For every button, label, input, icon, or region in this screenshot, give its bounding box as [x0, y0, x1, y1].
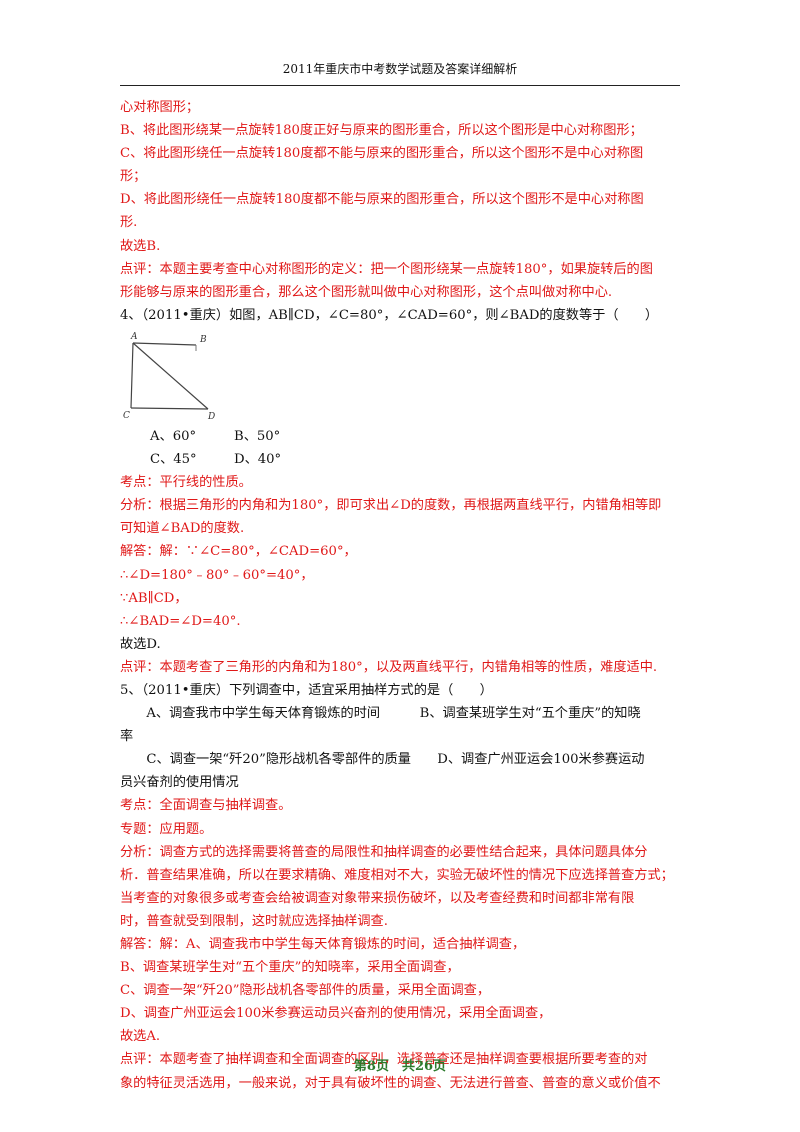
text-line: 分析：调查方式的选择需要将普查的局限性和抽样调查的必要性结合起来，具体问题具体分 [120, 844, 648, 860]
text-line: C、调查一架“歼20”隐形战机各零部件的质量，采用全面调查， [120, 983, 491, 999]
text-line: 专题：应用题。 [120, 821, 213, 837]
text-block-q4-q5: 考点：平行线的性质。分析：根据三角形的内角和为180°，即可求出∠D的度数，再根… [120, 471, 690, 1095]
page-header: 2011年重庆市中考数学试题及答案详细解析 [282, 62, 518, 76]
text-line: A、调查我市中学生每天体育锻炼的时间 B、调查某班学生对“五个重庆”的知晓 [120, 706, 641, 722]
q4-option-c: C、45° [150, 452, 197, 468]
text-line: 考点：全面调查与抽样调查。 [120, 798, 292, 814]
text-line: 员兴奋剂的使用情况 [120, 775, 239, 791]
text-line: 解答：解：∵∠C=80°，∠CAD=60°， [120, 544, 357, 560]
text-line: 考点：平行线的性质。 [120, 475, 252, 491]
text-line: 点评：本题考查了抽样调查和全面调查的区别，选择普查还是抽样调查要根据所要考查的对 [120, 1052, 648, 1068]
text-line: 点评：本题考查了三角形的内角和为180°，以及两直线平行，内错角相等的性质，难度… [120, 659, 658, 675]
segment-ad [132, 342, 209, 410]
text-line: 象的特征灵活选用，一般来说，对于具有破坏性的调查、无法进行普查、普查的意义或价值… [120, 1075, 661, 1091]
text-line: D、调查广州亚运会100米参赛运动员兴奋剂的使用情况，采用全面调查， [120, 1006, 552, 1022]
text-line: 形； [120, 169, 147, 185]
text-line: 故选A. [120, 1029, 161, 1045]
text-line: ∴∠BAD=∠D=40°. [120, 613, 241, 629]
text-line: 4、（2011•重庆）如图，AB∥CD，∠C=80°，∠CAD=60°，则∠BA… [120, 307, 659, 323]
label-a: A [130, 332, 138, 342]
label-d: D [207, 412, 215, 421]
text-line: 形能够与原来的图形重合，那么这个图形就叫做中心对称图形，这个点叫做对称中心. [120, 284, 613, 300]
page-footer: 第8页 共26页 [353, 1059, 447, 1074]
text-line: 形. [120, 215, 138, 231]
segment-ac [130, 342, 134, 408]
parallel-lines-diagram: A B C D [123, 332, 215, 421]
text-line: C、调查一架“歼20”隐形战机各零部件的质量 D、调查广州亚运会100米参赛运动 [120, 752, 645, 768]
text-line: 时，普查就受到限制，这时就应选择抽样调查. [120, 913, 388, 929]
page-content: 心对称图形； B、将此图形绕某一点旋转180度正好与原来的图形重合，所以这个图形是… [120, 96, 690, 1095]
text-line: C、将此图形绕任一点旋转180度都不能与原来的图形重合，所以这个图形不是中心对称… [120, 146, 644, 162]
q4-option-a: A、60° [150, 428, 197, 444]
text-line: 5、（2011•重庆）下列调查中，适宜采用抽样方式的是（ ） [120, 682, 493, 698]
text-line: 故选B. [120, 238, 161, 254]
q4-options-row-2: C、45° D、40° [120, 448, 690, 471]
text-line: B、将此图形绕某一点旋转180度正好与原来的图形重合，所以这个图形是中心对称图形… [120, 123, 643, 139]
q4-options-row-1: A、60° B、50° [120, 425, 690, 448]
text-block-q3-end: 心对称图形； B、将此图形绕某一点旋转180度正好与原来的图形重合，所以这个图形是… [120, 96, 690, 327]
text-line: 可知道∠BAD的度数. [120, 521, 245, 537]
text-line: D、将此图形绕任一点旋转180度都不能与原来的图形重合，所以这个图形不是中心对称… [120, 192, 644, 208]
label-b: B [199, 335, 207, 345]
segment-ab [132, 342, 197, 346]
text-line: 率 [120, 729, 134, 745]
text-line: B、调查某班学生对“五个重庆”的知晓率，采用全面调查， [120, 960, 460, 976]
text-line: 分析：根据三角形的内角和为180°，即可求出∠D的度数，再根据两直线平行，内错角… [120, 498, 662, 514]
text-line: 当考查的对象很多或考查会给被调查对象带来损伤破坏，以及考查经费和时间都非常有限 [120, 890, 635, 906]
text-line: ∴∠D=180°﹣80°﹣60°=40°， [120, 567, 314, 583]
header-rule [120, 85, 680, 86]
text-line: 故选D. [120, 636, 161, 652]
q4-option-b: B、50° [234, 428, 281, 444]
segment-cd [130, 407, 209, 410]
text-line: ∵AB∥CD， [120, 590, 188, 606]
q4-option-d: D、40° [234, 452, 282, 468]
label-c: C [123, 411, 130, 421]
text-line: 解答：解：A、调查我市中学生每天体育锻炼的时间，适合抽样调查， [120, 937, 526, 952]
text-line: 点评：本题主要考查中心对称图形的定义：把一个图形绕某一点旋转180°，如果旋转后… [120, 261, 653, 277]
text-line: 心对称图形； [120, 100, 200, 115]
text-line: 析．普查结果准确，所以在要求精确、难度相对不大，实验无破坏性的情况下应选择普查方… [120, 867, 674, 883]
q4-figure: A B C D [120, 327, 690, 425]
